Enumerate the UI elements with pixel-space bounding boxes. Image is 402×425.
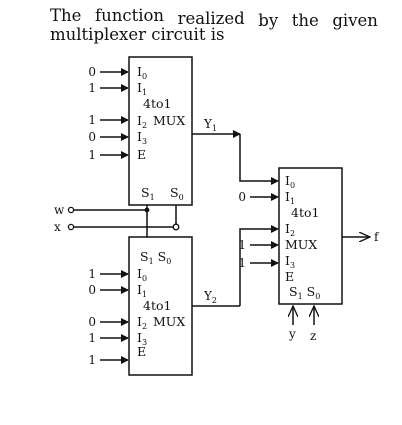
- y2-to-final-wire: [239, 225, 279, 306]
- final-mux-pin-label: E: [285, 269, 294, 284]
- top-mux-select-label: S1: [141, 185, 155, 202]
- bottom-mux-input-wires: [100, 270, 129, 364]
- top-mux-input-value: 1: [88, 148, 96, 162]
- final-mux-select-wires: [293, 306, 314, 325]
- bottom-mux-input-value: 1: [88, 353, 96, 367]
- question-word: realized: [177, 9, 245, 28]
- final-mux-input-wires: [250, 193, 279, 267]
- bottom-mux-pin-label: I1: [137, 282, 147, 299]
- question-line-1: The function realized by the given: [50, 6, 378, 30]
- top-mux-input-wires: [100, 68, 129, 159]
- bottom-mux-input-value: 0: [88, 315, 96, 329]
- select-input-z-label: z: [310, 329, 316, 343]
- question-text: The function realized by the given multi…: [50, 6, 378, 44]
- bottom-mux-output-label: Y2: [203, 289, 217, 305]
- question-word: by: [258, 11, 279, 30]
- top-mux-box: [128, 56, 193, 206]
- top-mux-pin-label: I2: [137, 113, 147, 130]
- bottom-mux-type-label: MUX: [153, 314, 185, 329]
- final-mux-pin-label: I0: [285, 173, 295, 190]
- top-mux-select-label: S0: [170, 185, 184, 202]
- question-word: given: [332, 11, 378, 30]
- top-mux-input-value: 0: [88, 130, 96, 144]
- bottom-mux-pin-label: I0: [137, 266, 147, 283]
- bottom-mux-pin-label: I3: [137, 330, 147, 347]
- final-mux-type-label: 4to1: [291, 205, 319, 220]
- top-mux-type-label: 4to1: [143, 96, 171, 111]
- x-signal-label: x: [54, 220, 61, 234]
- bottom-mux-input-value: 0: [88, 283, 96, 297]
- final-mux-input-value: 0: [238, 190, 246, 204]
- top-mux-pin-label: I3: [137, 129, 147, 146]
- top-mux-pin-label: I0: [137, 64, 147, 81]
- final-mux-pin-label: I3: [285, 253, 295, 270]
- question-word: function: [94, 6, 165, 25]
- final-output-label: f: [374, 230, 380, 244]
- x-terminal: [67, 223, 75, 231]
- final-mux-box: [278, 167, 343, 305]
- top-mux-input-value: 0: [88, 65, 96, 79]
- question-word: the: [291, 11, 319, 30]
- bottom-mux-input-value: 1: [88, 267, 96, 281]
- bottom-mux-pin-label: E: [137, 344, 146, 359]
- w-junction-dot: [144, 207, 150, 213]
- top-mux-pin-label: I1: [137, 80, 147, 97]
- final-mux-pin-label: I1: [285, 189, 295, 206]
- select-input-y-label: y: [288, 327, 296, 341]
- select-line-wires: [74, 205, 177, 237]
- top-mux-input-value: 1: [88, 113, 96, 127]
- y1-to-final-wire: [239, 134, 279, 185]
- final-mux-pin-label: I2: [285, 221, 295, 238]
- w-signal-label: w: [54, 203, 65, 217]
- top-mux-input-value: 1: [88, 81, 96, 95]
- top-mux-pin-label: E: [137, 147, 146, 162]
- question-word: The: [50, 6, 82, 25]
- bottom-mux-pin-label: I2: [137, 314, 147, 331]
- x-junction-node: [172, 223, 180, 231]
- final-mux-input-value: 1: [238, 238, 246, 252]
- question-line-2: multiplexer circuit is: [50, 25, 225, 44]
- bottom-mux-input-value: 1: [88, 331, 96, 345]
- top-mux-output-label: Y1: [203, 117, 217, 133]
- final-mux-input-value: 1: [238, 256, 246, 270]
- final-mux-type-label: MUX: [285, 237, 317, 252]
- w-terminal: [67, 206, 75, 214]
- bottom-mux-type-label: 4to1: [143, 298, 171, 313]
- top-mux-type-label: MUX: [153, 113, 185, 128]
